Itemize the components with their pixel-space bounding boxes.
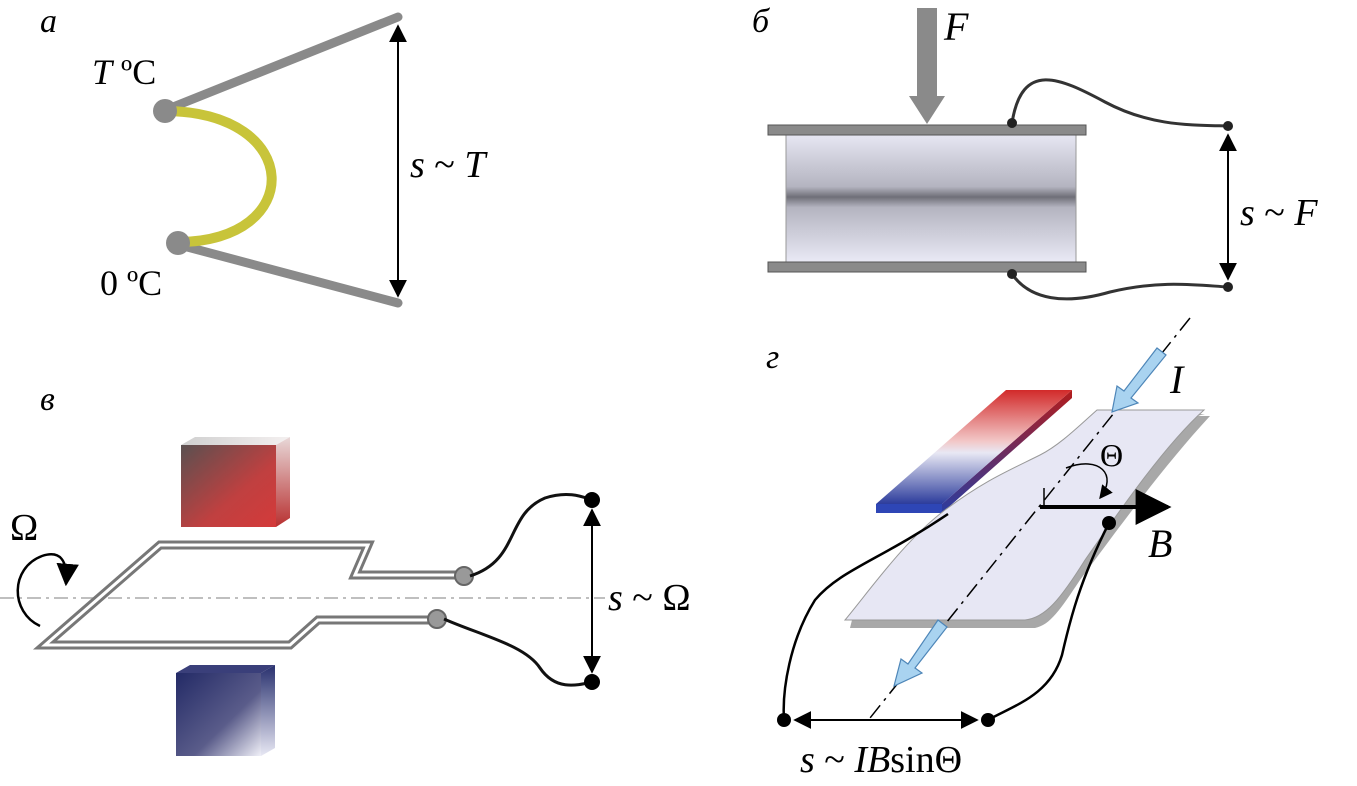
magnet-cube-bottom	[176, 665, 275, 756]
lead-top-b	[1010, 78, 1229, 128]
panel-a-letter: а	[40, 3, 57, 40]
hot-junction	[153, 99, 177, 123]
field-label: B	[1148, 521, 1172, 566]
force-label: F	[943, 4, 969, 49]
signal-formula-d: s ~ IBsinΘ	[800, 739, 962, 781]
panel-c-gyroscope: в Ω s ~ Ω	[0, 381, 691, 756]
thermo-junction-wire	[164, 106, 277, 247]
theta-arc	[1065, 463, 1113, 500]
cold-junction-label: 0 ºC	[100, 263, 162, 303]
bottom-electrode	[767, 261, 1087, 273]
terminal-c-bottom	[584, 674, 600, 690]
panel-b-force-sensor: б F s ~ F	[752, 3, 1318, 301]
cold-junction	[166, 231, 190, 255]
panel-c-letter: в	[40, 381, 55, 418]
lead-top-c	[469, 493, 593, 578]
terminal-d-left	[777, 713, 791, 727]
signal-formula-a: s ~ T	[410, 144, 488, 186]
current-arrow-in	[1111, 347, 1167, 413]
hall-plate	[843, 409, 1206, 621]
bar-magnet	[876, 390, 1072, 513]
rotation-arrow	[16, 553, 79, 628]
panel-d-letter: г	[766, 339, 779, 376]
crystal-body	[786, 132, 1076, 262]
gyro-loop-inner	[40, 543, 462, 647]
panel-b-letter: б	[752, 3, 771, 40]
lead-bottom-c	[443, 617, 593, 687]
lead-right-d	[987, 522, 1111, 722]
thermo-lower-wire	[171, 239, 403, 308]
magnet-cube-top	[181, 437, 290, 527]
thermo-upper-wire	[158, 12, 403, 116]
current-label: I	[1169, 357, 1185, 402]
terminal-b-bottom-end	[1223, 282, 1233, 292]
terminal-b-top	[1007, 118, 1017, 128]
panel-a-thermocouple: а T ºC 0 ºC s ~ T	[40, 3, 488, 308]
top-electrode	[767, 124, 1087, 136]
lead-bottom-b	[1010, 273, 1229, 301]
force-arrow	[909, 8, 945, 124]
omega-label: Ω	[10, 507, 38, 549]
hot-junction-label: T ºC	[92, 52, 156, 92]
gyro-contact-bottom	[427, 609, 447, 629]
current-arrow-out	[893, 619, 948, 688]
signal-formula-b: s ~ F	[1240, 192, 1318, 234]
terminal-b-top-end	[1223, 121, 1233, 131]
terminal-d-right-end	[981, 713, 995, 727]
panel-d-hall-sensor: г I Θ B s ~ IBsinΘ	[766, 317, 1210, 781]
signal-formula-c: s ~ Ω	[608, 577, 691, 619]
theta-label: Θ	[1100, 437, 1123, 473]
gyro-loop-outer	[32, 540, 462, 650]
terminal-c-top	[584, 492, 600, 508]
terminal-b-bottom	[1007, 269, 1017, 279]
lead-left-d	[782, 512, 949, 721]
